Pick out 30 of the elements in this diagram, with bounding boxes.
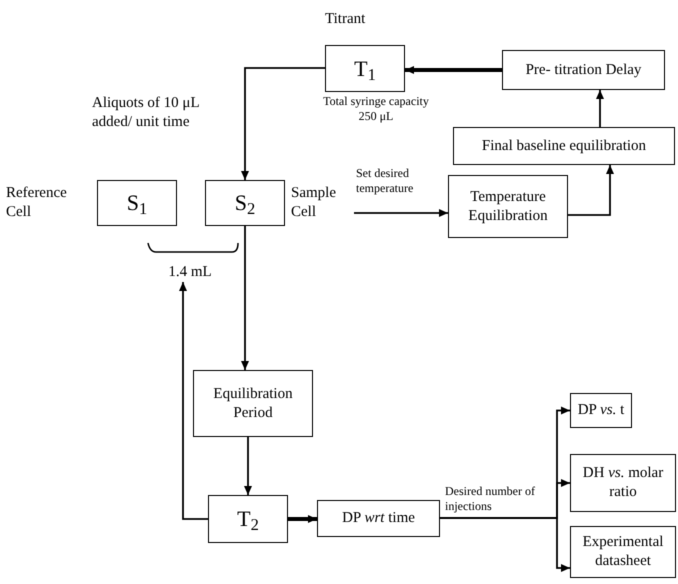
process-box: S$_{2}$ — [205, 180, 285, 226]
arrow — [241, 67, 325, 180]
process-box: Final baseline equilibration — [453, 127, 675, 165]
arrow — [568, 165, 614, 216]
arrow — [241, 226, 249, 370]
process-box: S$_{1}$ — [97, 180, 177, 226]
arrow — [354, 209, 448, 217]
arrow — [596, 90, 604, 127]
process-box: Experimental datasheet — [570, 526, 676, 578]
process-box: Temperature Equilibration — [448, 175, 568, 238]
process-box: T$_{1}$ — [325, 45, 405, 92]
arrow — [405, 66, 502, 74]
edge-label: Set desired temperature — [356, 166, 414, 196]
arrow — [244, 437, 252, 495]
volume-label: 1.4 mL — [158, 262, 222, 282]
node-caption: Titrant — [325, 10, 366, 29]
process-box: DH vs. molar ratio — [570, 454, 676, 512]
node-caption: Sample Cell — [291, 184, 337, 222]
node-caption: Total syringe capacity 250 μL — [322, 94, 430, 124]
process-box: DP wrt time — [317, 500, 440, 537]
process-box: DP vs. t — [570, 393, 632, 428]
arrow — [440, 517, 570, 572]
node-caption: Reference Cell — [6, 184, 68, 222]
process-box: Pre- titration Delay — [502, 50, 665, 90]
edge-label: Aliquots of 10 μL added/ unit time — [92, 94, 200, 132]
arrow — [288, 515, 317, 523]
arrow — [179, 282, 208, 520]
process-box: T$_{2}$ — [208, 495, 288, 543]
edge-label: Desired number of injections — [445, 484, 536, 514]
process-box: Equilibration Period — [193, 370, 313, 437]
